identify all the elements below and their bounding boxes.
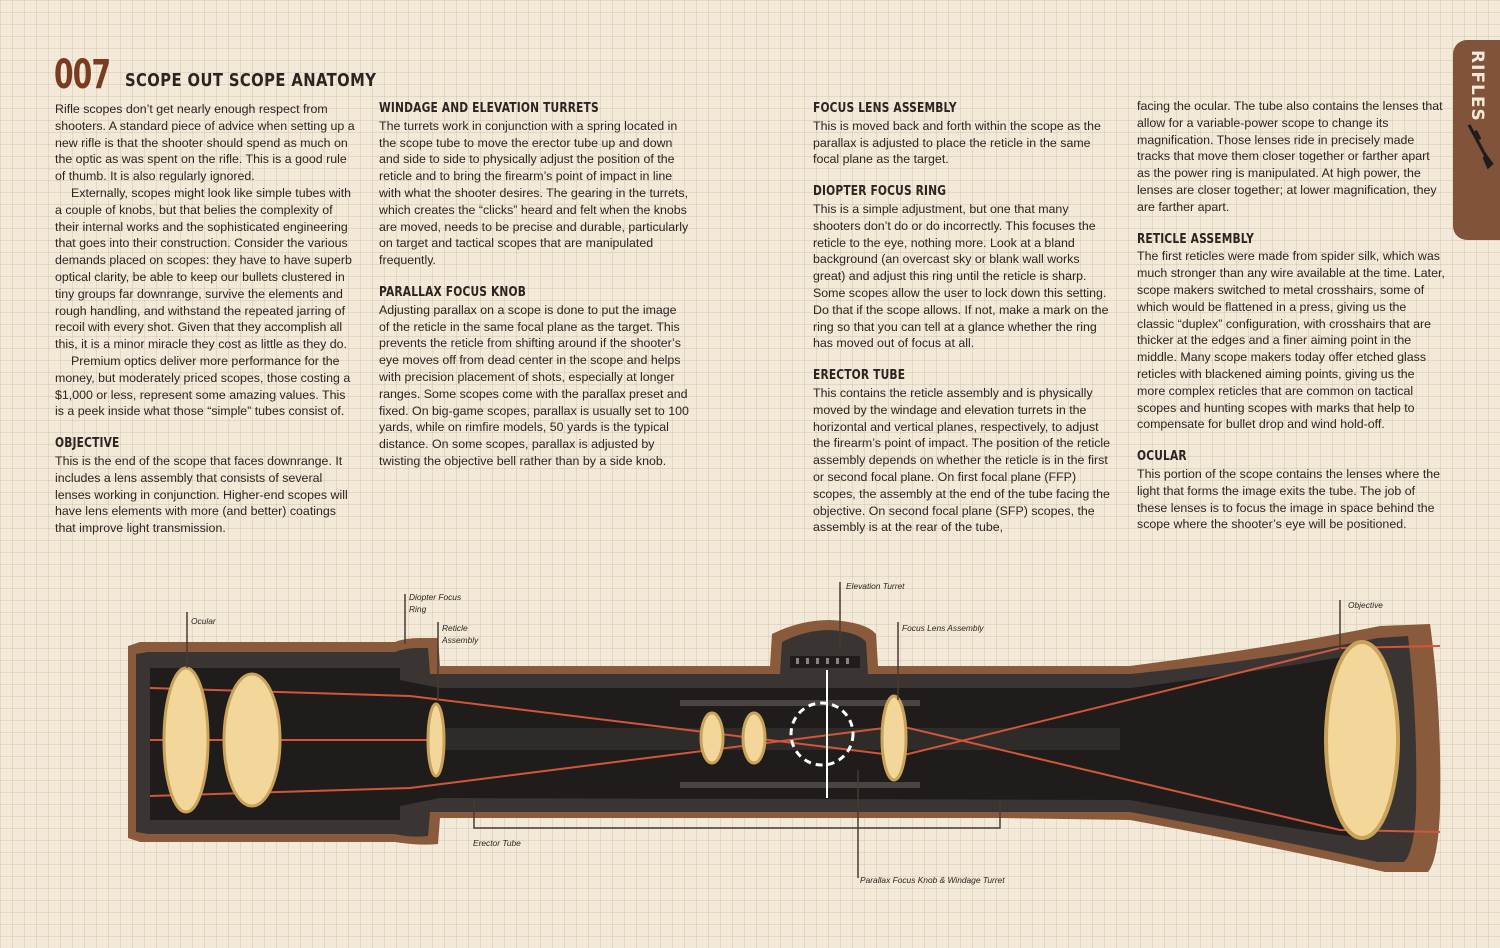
page-title: Scope Out Scope Anatomy [125,70,377,91]
callout-diopter-2: Ring [409,604,427,614]
callout-lines [186,582,1341,878]
column-3: Focus Lens Assembly This is moved back a… [813,101,1115,536]
reticle-lens [426,702,446,778]
section-heading-diopter: Diopter Focus Ring [813,184,947,200]
section-text-reticle: The first reticles were made from spider… [1137,249,1445,432]
column-4: facing the ocular. The tube also contain… [1137,98,1445,533]
focus-lens [880,694,908,782]
reticle-circle [789,701,855,767]
callout-diopter-1: Diopter Focus [409,592,462,602]
section-heading-objective: Objective [55,436,120,452]
section-heading-reticle: Reticle Assembly [1137,231,1254,247]
section-heading-parallax: Parallax Focus Knob [379,284,527,300]
objective-lens [1324,640,1400,840]
section-text-erector-continued: facing the ocular. The tube also contain… [1137,99,1443,214]
intro-paragraph-2: Externally, scopes might look like simpl… [55,185,352,352]
section-heading-turrets: Windage and Elevation Turrets [379,101,599,116]
section-text-focus-lens: This is moved back and forth within the … [813,118,1101,167]
callout-erector-tube: Erector Tube [473,838,521,848]
intro-paragraph-1: Rifle scopes don’t get nearly enough res… [55,102,355,184]
section-text-objective: This is the end of the scope that faces … [55,453,348,536]
chapter-tab-label: RIFLES [1467,50,1487,122]
column-1: Rifle scopes don’t get nearly enough res… [55,101,355,537]
section-heading-focus-lens: Focus Lens Assembly [813,101,957,116]
callout-elevation: Elevation Turret [846,581,905,591]
rifle-icon [1467,124,1494,170]
column-2: Windage and Elevation Turrets The turret… [379,101,689,470]
callout-reticle-1: Reticle [442,623,468,633]
ocular-lenses [162,666,282,814]
section-text-erector: This contains the reticle assembly and i… [813,385,1111,535]
intro-paragraph-3: Premium optics deliver more performance … [55,353,351,419]
callout-ocular: Ocular [191,616,216,626]
elevation-turret-gear [790,656,860,668]
turret-teeth [796,658,849,664]
erector-lens-1 [699,711,725,765]
section-heading-erector: Erector Tube [813,368,906,384]
erector-lens-2 [741,711,767,765]
callout-objective: Objective [1348,600,1383,610]
callout-focus-lens: Focus Lens Assembly [902,623,984,633]
section-text-ocular: This portion of the scope contains the l… [1137,466,1441,532]
tube-highlight [440,728,1120,750]
erector-rail-top [680,700,920,706]
erector-rail-bottom [680,782,920,788]
section-heading-ocular: Ocular [1137,449,1187,465]
callout-reticle-2: Assembly [442,635,479,645]
section-text-parallax: Adjusting parallax on a scope is done to… [379,302,689,468]
callout-parallax-windage: Parallax Focus Knob & Windage Turret [860,875,1005,885]
scope-diagram [128,582,1441,878]
section-text-turrets: The turrets work in conjunction with a s… [379,118,689,268]
section-text-diopter: This is a simple adjustment, but one tha… [813,201,1109,351]
page-number: 007 [54,52,111,98]
